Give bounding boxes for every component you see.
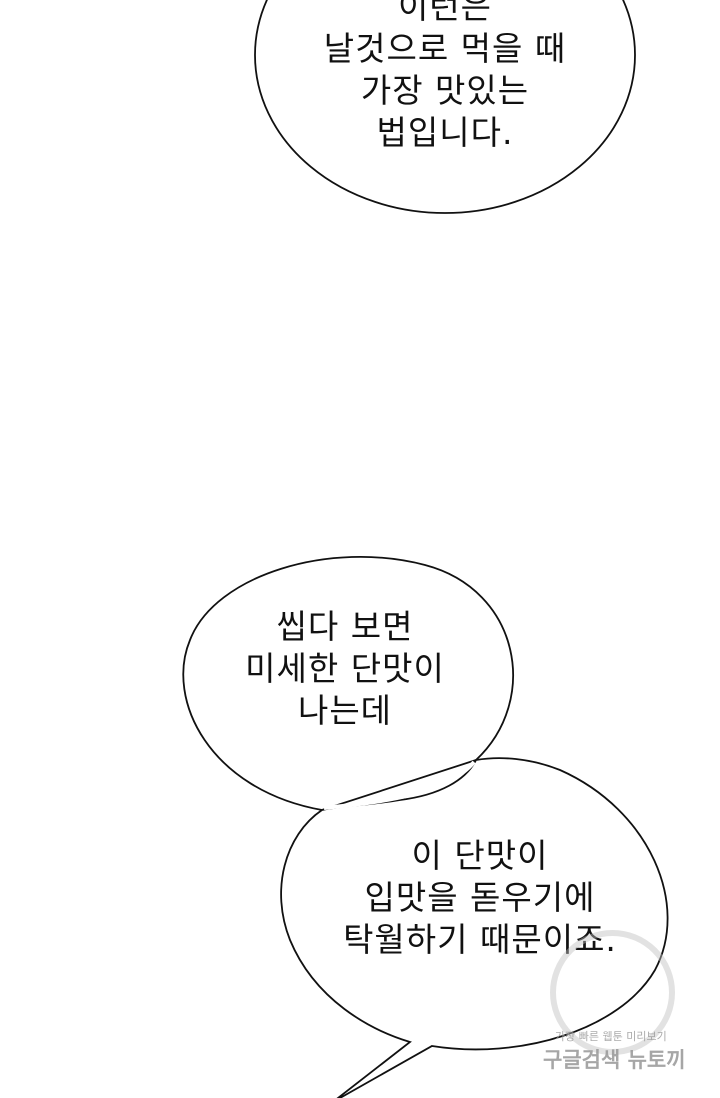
watermark-logo-icon xyxy=(550,930,675,1055)
middle-bubble-text: 씹다 보면 미세한 단맛이 나는데 xyxy=(205,606,485,732)
middle-bubble-line: 씹다 보면 xyxy=(276,607,414,646)
middle-speech-bubble xyxy=(182,556,514,811)
lower-bubble-line: 입맛을 돋우기에 xyxy=(364,878,596,917)
top-bubble-line: 가장 맛있는 xyxy=(360,71,530,110)
watermark-small-text: 가장 빠른 웹툰 미리보기 xyxy=(555,1030,667,1043)
top-bubble-line: 날것으로 먹을 때 xyxy=(323,29,567,68)
top-bubble-text: 이런은 날것으로 먹을 때 가장 맛있는 법입니다. xyxy=(300,0,590,154)
watermark: 가장 빠른 웹툰 미리보기 구글검색 뉴토끼 xyxy=(535,900,715,1080)
lower-bubble-line: 이 단맛이 xyxy=(411,836,549,875)
lower-bubble-text: 이 단맛이 입맛을 돋우기에 탁월하기 때문이죠. xyxy=(320,835,640,961)
top-speech-bubble xyxy=(254,0,636,214)
top-bubble-line: 이런은 xyxy=(397,0,493,26)
watermark-big-text: 구글검색 뉴토끼 xyxy=(543,1048,686,1072)
top-bubble-line: 법입니다. xyxy=(376,113,514,152)
middle-bubble-line: 나는데 xyxy=(297,691,393,730)
middle-bubble-line: 미세한 단맛이 xyxy=(245,649,445,688)
